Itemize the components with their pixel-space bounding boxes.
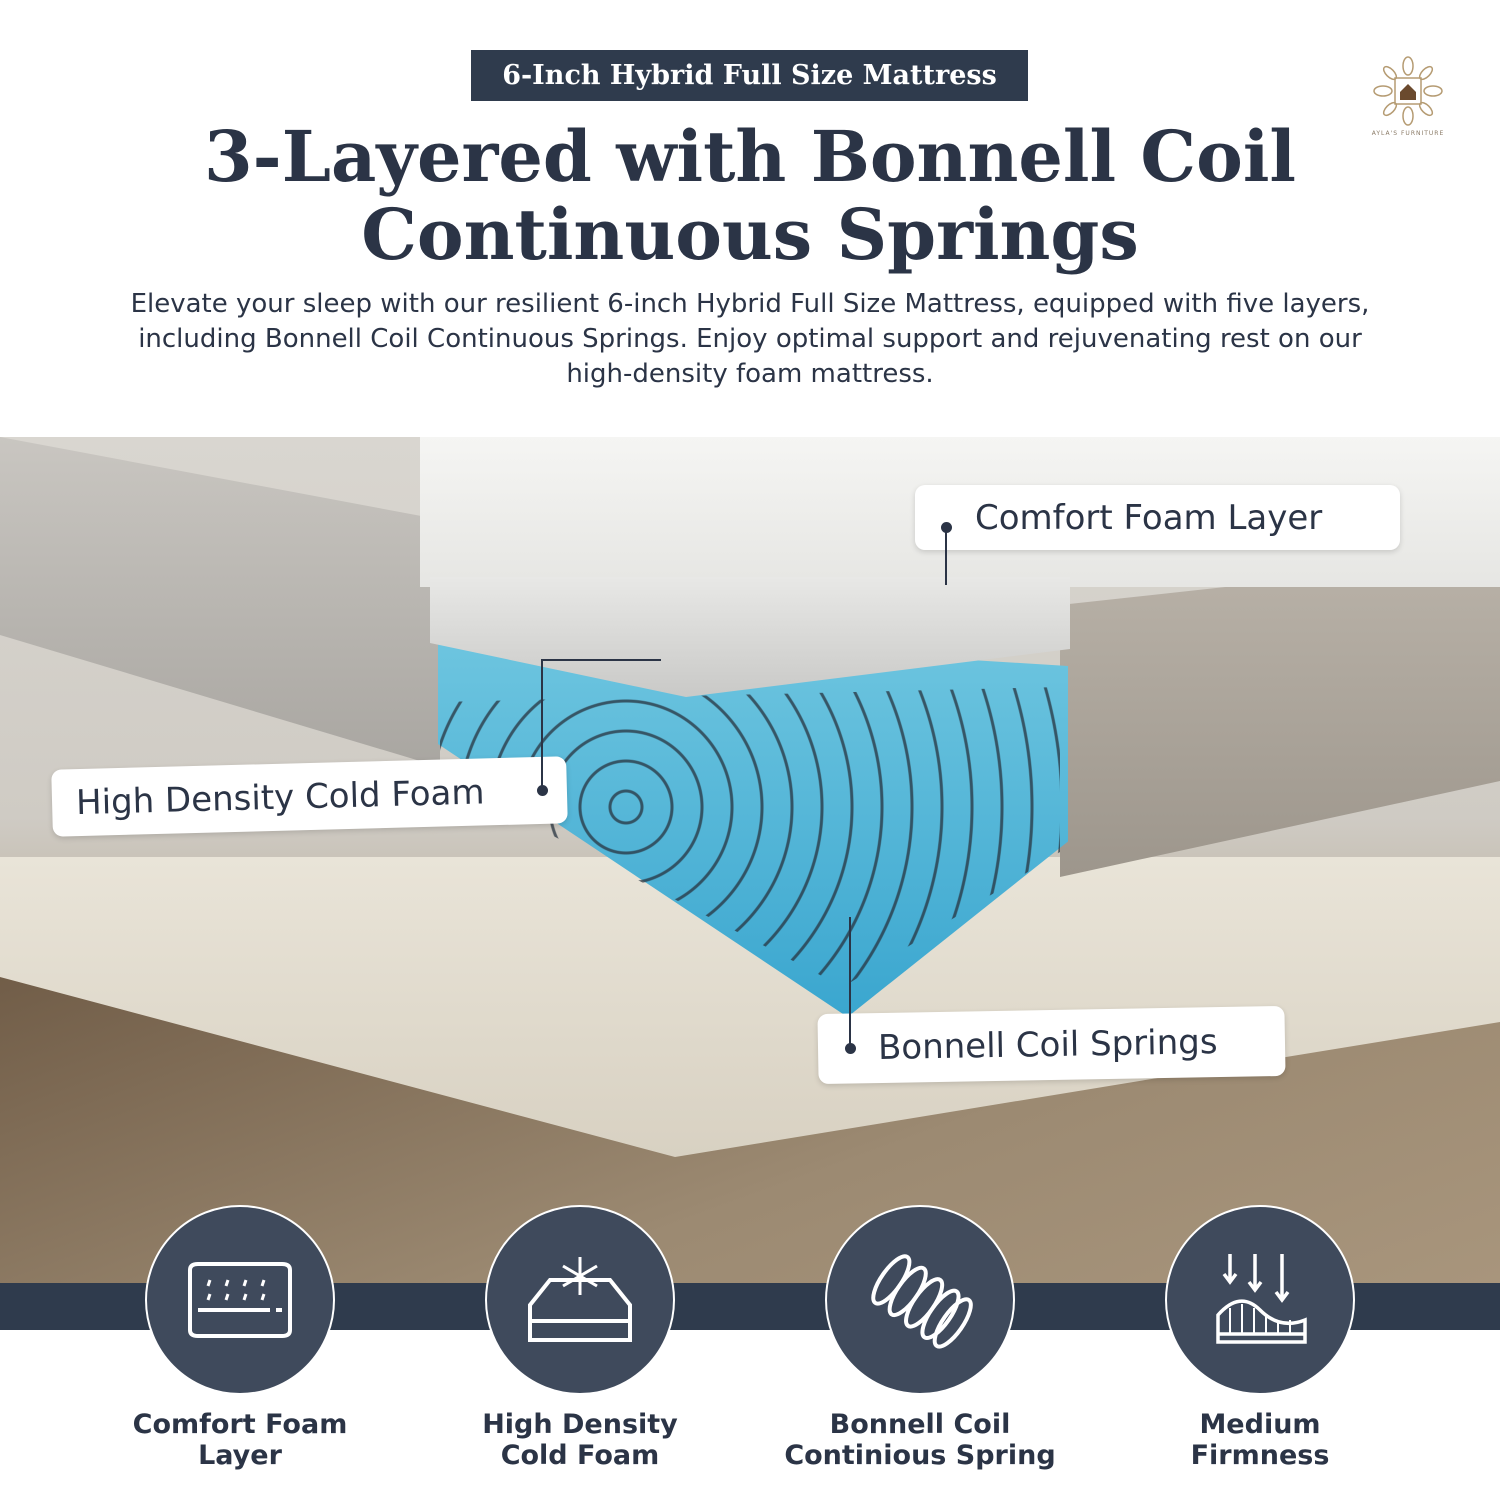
feature-label: Firmness xyxy=(1190,1440,1330,1471)
title-line-2: Continuous Springs xyxy=(361,193,1139,276)
mattress-side-left xyxy=(0,437,440,767)
callout-line xyxy=(541,659,661,661)
coil-spring-icon xyxy=(871,1254,973,1349)
callout-bonnell-coil: Bonnell Coil Springs xyxy=(817,1005,1286,1085)
callout-cold-foam: High Density Cold Foam xyxy=(51,756,568,837)
callout-line xyxy=(541,659,543,787)
feature-label: Cold Foam xyxy=(500,1440,660,1471)
mattress-cutaway-photo: Comfort Foam Layer High Density Cold Foa… xyxy=(0,437,1500,1283)
description: Elevate your sleep with our resilient 6-… xyxy=(130,289,1370,389)
feature-circle xyxy=(825,1205,1015,1395)
callout-line xyxy=(849,917,851,1045)
feature-label: Bonnell Coil xyxy=(829,1409,1011,1440)
feature-label: Continious Spring xyxy=(784,1440,1056,1471)
callout-comfort-foam: Comfort Foam Layer xyxy=(915,485,1400,550)
feature-circle xyxy=(485,1205,675,1395)
mattress-side-right xyxy=(1060,557,1500,877)
mattress-icon xyxy=(188,1262,292,1338)
firmness-icon xyxy=(1216,1254,1307,1344)
feature-label: Comfort Foam xyxy=(132,1409,348,1440)
feature-label: High Density xyxy=(482,1409,678,1440)
callout-line xyxy=(945,527,947,585)
callout-dot xyxy=(845,1043,856,1054)
page-title: 3-Layered with Bonnell Coil Continuous S… xyxy=(0,118,1500,274)
feature-circle xyxy=(145,1205,335,1395)
callout-label: Comfort Foam Layer xyxy=(975,497,1323,538)
callout-dot xyxy=(537,785,548,796)
callout-label: High Density Cold Foam xyxy=(75,771,485,823)
feature-label: Medium xyxy=(1199,1409,1321,1440)
leaf-house-logo-icon xyxy=(1373,56,1443,126)
feature-label: Layer xyxy=(198,1440,282,1471)
feature-circle xyxy=(1165,1205,1355,1395)
snowflake-mattress-icon xyxy=(528,1257,632,1342)
brand-logo: AYLA'S FURNITURE xyxy=(1368,56,1448,142)
logo-text: AYLA'S FURNITURE xyxy=(1371,130,1445,137)
title-line-1: 3-Layered with Bonnell Coil xyxy=(203,115,1297,198)
product-badge: 6-Inch Hybrid Full Size Mattress xyxy=(471,50,1028,101)
callout-label: Bonnell Coil Springs xyxy=(877,1022,1218,1069)
